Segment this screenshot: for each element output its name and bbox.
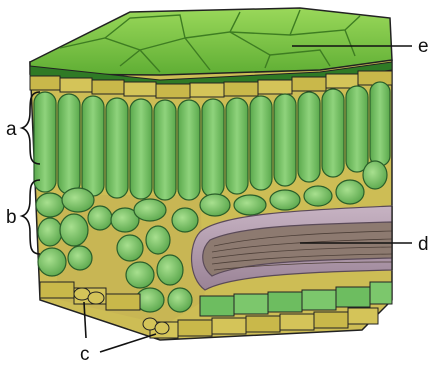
label-e: e bbox=[418, 36, 429, 57]
label-d: d bbox=[418, 234, 429, 255]
label-c: c bbox=[80, 344, 90, 365]
label-b: b bbox=[6, 207, 17, 228]
leader-c2 bbox=[100, 334, 156, 352]
label-a: a bbox=[6, 119, 17, 140]
upper-epidermis-top bbox=[30, 8, 392, 75]
